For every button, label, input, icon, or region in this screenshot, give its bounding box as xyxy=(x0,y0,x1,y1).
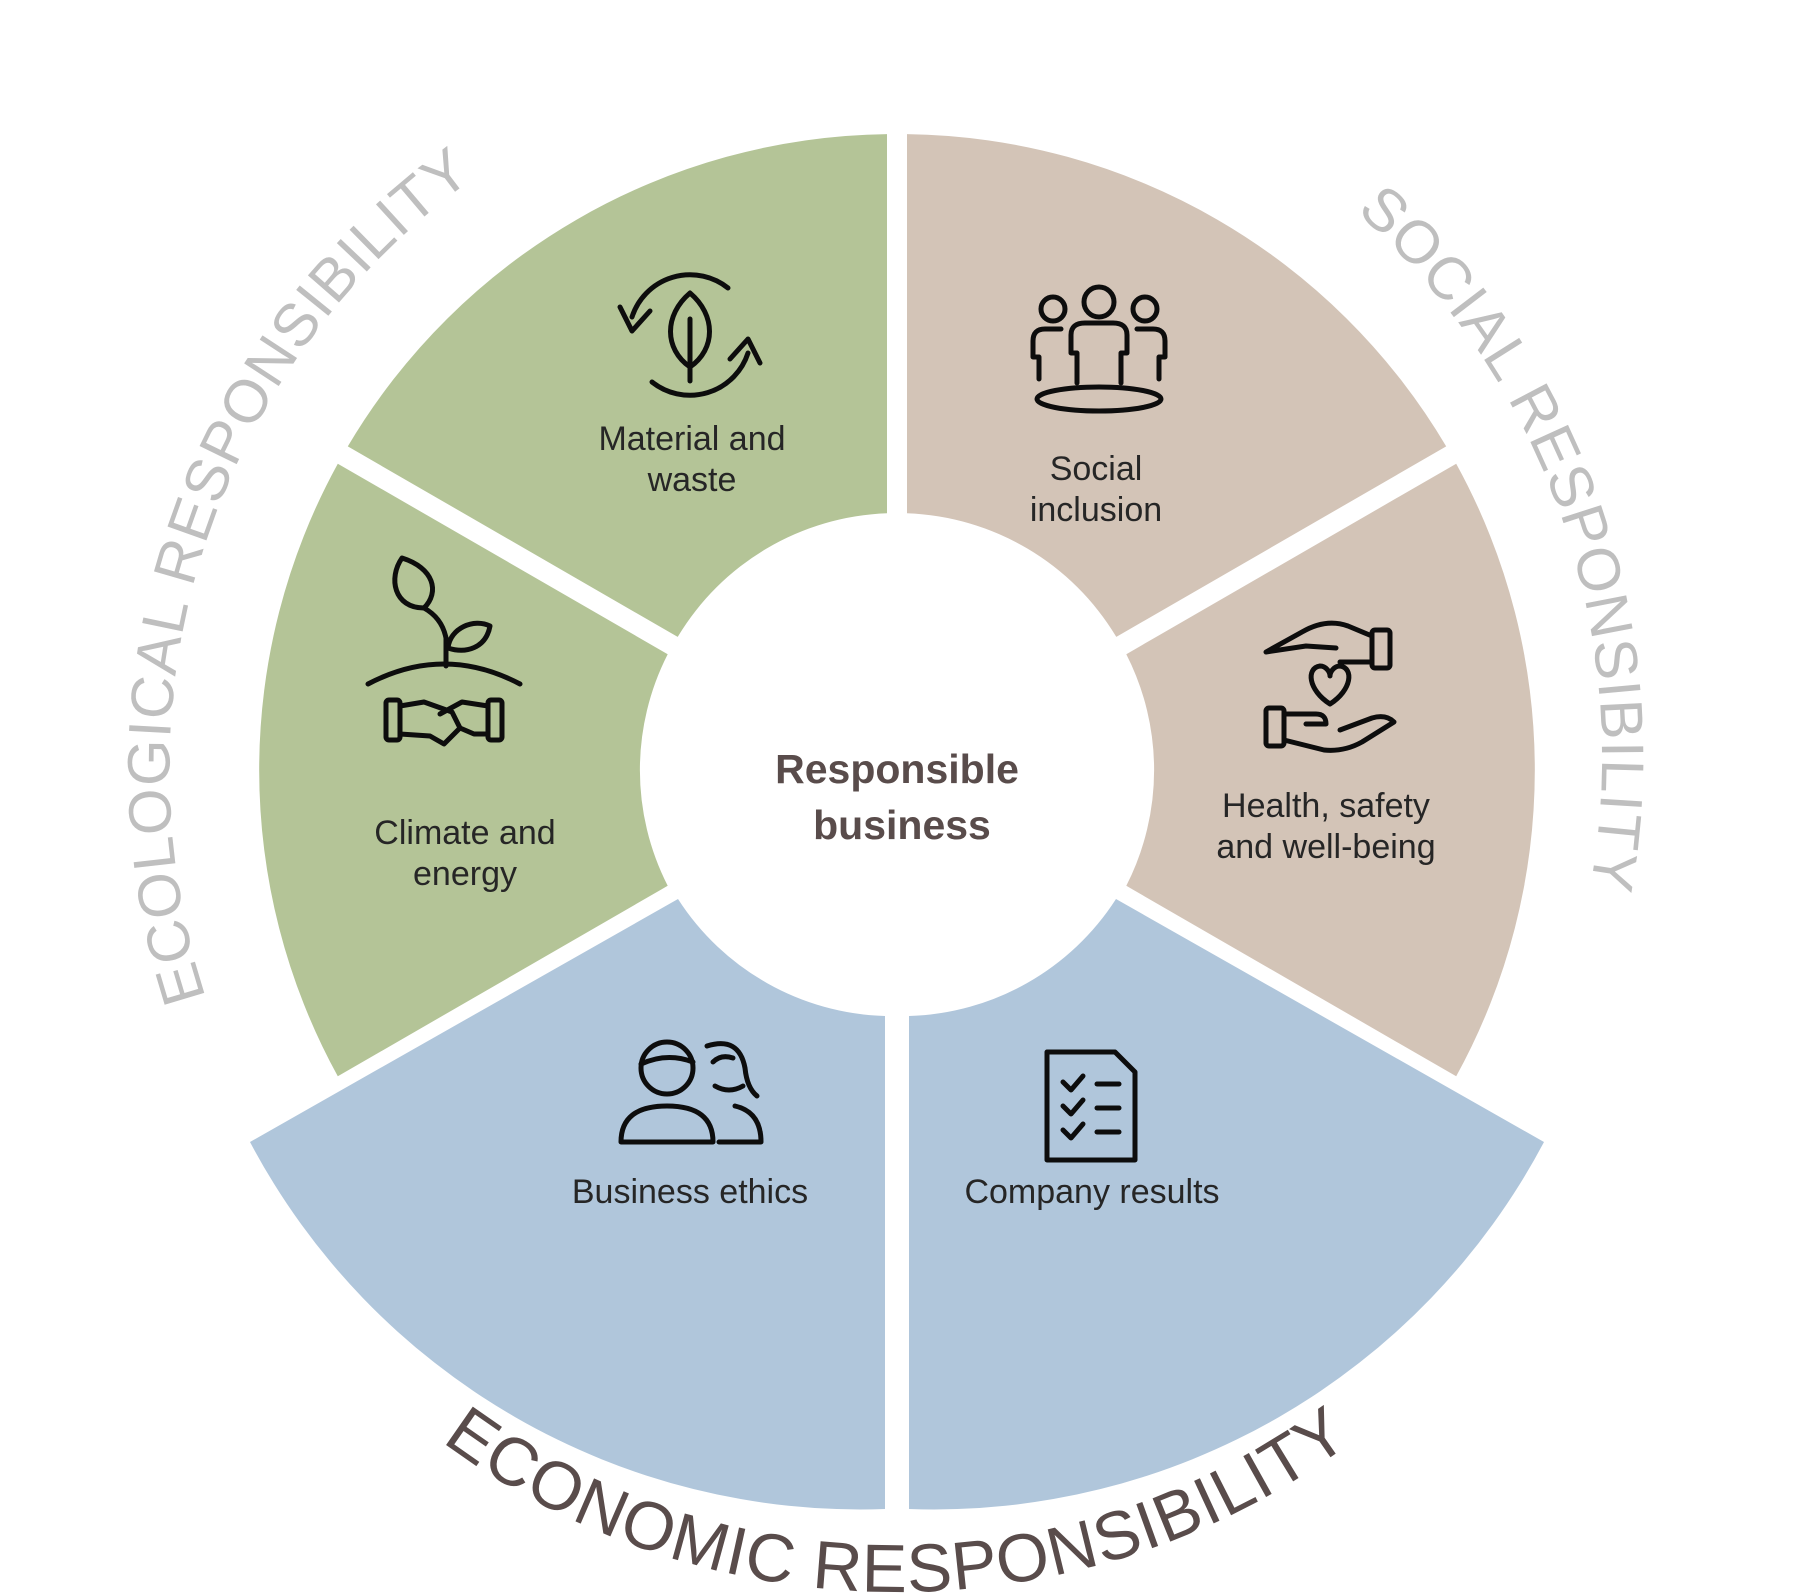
center-label-line2: business xyxy=(813,802,991,848)
company-results-block: Company results xyxy=(964,1049,1220,1211)
climate-energy-label-line1: Climate and xyxy=(374,814,555,852)
checklist-icon xyxy=(1044,1049,1138,1163)
social-inclusion-label-line2: inclusion xyxy=(1030,491,1162,529)
segment-business-ethics xyxy=(250,899,885,1510)
segment-material-waste xyxy=(347,134,887,637)
hands-heart-icon xyxy=(1263,620,1397,753)
climate-energy-label-line2: energy xyxy=(413,855,517,893)
recycle-leaf-icon xyxy=(617,272,763,398)
center-label-line1: Responsible xyxy=(775,746,1019,792)
climate-energy-block: Climate and energy xyxy=(365,555,556,893)
business-ethics-label: Business ethics xyxy=(572,1173,808,1211)
two-people-icon xyxy=(618,1039,764,1145)
segment-social-inclusion xyxy=(907,134,1447,637)
segment-health-safety xyxy=(1126,463,1535,1077)
segment-climate-energy xyxy=(259,463,668,1077)
people-group-icon xyxy=(1030,284,1168,414)
plant-handshake-icon xyxy=(365,555,523,747)
health-safety-label-line1: Health, safety xyxy=(1222,787,1430,825)
material-waste-label-line2: waste xyxy=(647,461,737,499)
social-inclusion-label-line1: Social xyxy=(1050,450,1143,488)
health-safety-block: Health, safety and well-being xyxy=(1216,620,1436,866)
business-ethics-block: Business ethics xyxy=(572,1039,808,1211)
material-waste-label-line1: Material and xyxy=(598,420,785,458)
health-safety-label-line2: and well-being xyxy=(1216,828,1435,866)
company-results-label: Company results xyxy=(964,1173,1219,1211)
material-waste-block: Material and waste xyxy=(598,272,786,499)
wheel-segments xyxy=(250,134,1544,1510)
center-hub: Responsible business xyxy=(775,746,1019,848)
social-inclusion-block: Social inclusion xyxy=(1030,284,1168,529)
